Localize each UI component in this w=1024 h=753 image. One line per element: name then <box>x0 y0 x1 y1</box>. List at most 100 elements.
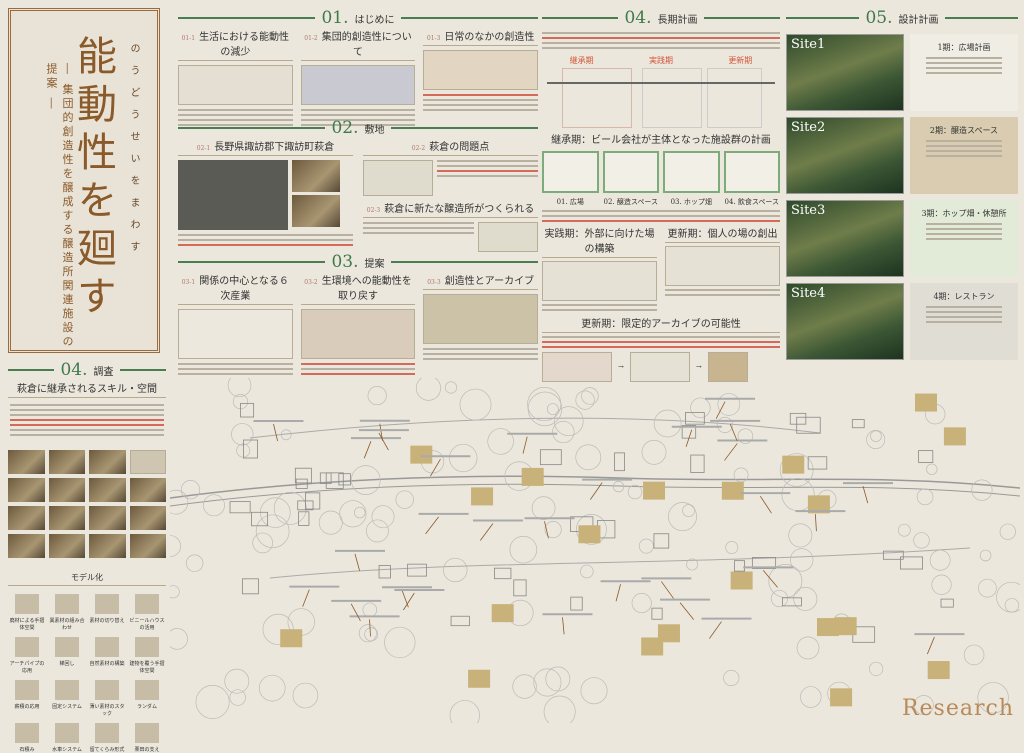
building <box>918 450 934 463</box>
site-label: Site1 <box>791 37 826 52</box>
tree <box>362 602 378 618</box>
section-number: 01. <box>321 8 349 28</box>
tree <box>258 674 286 702</box>
tree <box>977 682 1009 714</box>
long-term-plan-section: 04.長期計画 継承期 実践期 更新期 継承期：ビール会社が主体となった施設群の… <box>542 8 781 382</box>
building <box>653 533 670 549</box>
map-photo <box>807 495 830 514</box>
model-label: 留てくらみ形式 <box>89 747 125 753</box>
tree <box>203 494 225 517</box>
building <box>378 565 391 579</box>
model-item: 水車システム <box>48 723 86 753</box>
tree <box>252 532 274 554</box>
site-aerial-map: Site3 <box>786 200 904 277</box>
tree <box>627 484 643 500</box>
annotation-leader <box>715 401 726 419</box>
model-label: 薪積の応用 <box>14 704 40 710</box>
annotation-leader <box>302 589 310 607</box>
title-ruby: のうどうせいをまわす <box>128 43 139 263</box>
tree <box>716 416 733 433</box>
tree <box>180 480 201 500</box>
model-item: 留てくらみ形式 <box>88 723 126 753</box>
tree <box>575 444 602 471</box>
annotation-leader <box>729 423 738 442</box>
model-icon <box>95 723 119 743</box>
annotation-leader <box>273 423 278 442</box>
tree <box>227 378 252 398</box>
annotation-leader <box>479 523 494 541</box>
model-grid: 廃材による手摺体空間異素材の組み合わせ素材の切り替えビニールハウスの活用アーチパ… <box>8 594 166 753</box>
model-item: 素材の切り替え <box>88 594 126 631</box>
tree <box>444 381 458 394</box>
annotation-leader <box>522 436 528 454</box>
card-label: 03. ホップ畑 <box>670 198 712 206</box>
card-label: 01. 広場 <box>556 198 584 206</box>
tree <box>737 428 754 444</box>
map-photo <box>730 571 753 590</box>
tree <box>723 669 740 687</box>
tree <box>800 686 822 708</box>
tree <box>978 578 997 598</box>
map-photo <box>927 661 950 680</box>
annotation-leader <box>814 514 817 532</box>
model-label: 素材の切り替え <box>89 618 125 624</box>
tree <box>717 393 741 416</box>
site-sub-3: 萩倉に新たな醸造所がつくられる <box>384 204 535 215</box>
building <box>614 452 625 472</box>
building <box>940 598 954 608</box>
tree <box>384 626 416 659</box>
tree <box>793 586 818 611</box>
proposal-sub-2: 生環境への能動性を取り戻す <box>321 276 412 302</box>
building <box>295 478 308 489</box>
tree <box>641 439 667 465</box>
annotation-leader <box>425 516 439 535</box>
model-item: 自然素材の構築 <box>88 637 126 674</box>
tree <box>531 496 556 520</box>
tree <box>631 593 652 614</box>
model-icon <box>15 594 39 614</box>
building <box>539 449 562 466</box>
annotation-leader <box>369 619 371 637</box>
tree <box>318 510 343 535</box>
model-icon <box>95 637 119 657</box>
practice-heading: 実践期：外部に向けた場の構築 <box>542 225 657 258</box>
tree <box>996 581 1020 613</box>
section-label: 提案 <box>364 258 385 270</box>
phase-caption: 2期：醸造スペース <box>929 126 999 135</box>
section-number: 04. <box>624 8 652 28</box>
annotation-leader <box>679 602 694 620</box>
map-photo <box>410 445 433 464</box>
timeline <box>542 68 780 128</box>
model-item: 建物を覆う手摺体空間 <box>128 637 166 674</box>
model-label: 栗田の支え <box>134 747 160 753</box>
building <box>325 472 344 489</box>
model-label: アーチパイプの応用 <box>9 661 45 674</box>
model-label: 異素材の組み合わせ <box>49 618 85 631</box>
tree <box>725 541 739 554</box>
tree <box>546 403 559 416</box>
map-photo <box>468 669 491 688</box>
map-photo <box>471 487 494 506</box>
model-item: 廃材による手摺体空間 <box>8 594 46 631</box>
tree <box>350 465 381 495</box>
phase-panel: 3期：ホップ畑・休憩所 <box>910 200 1018 277</box>
main-road-edge <box>170 483 1020 507</box>
tree <box>552 420 575 444</box>
site-label: Site4 <box>791 286 826 301</box>
building <box>513 579 527 597</box>
tree <box>916 488 934 506</box>
building <box>807 456 828 470</box>
tree <box>545 666 571 692</box>
annotation-leader <box>403 592 415 611</box>
intro-sub-3: 日常のなかの創造性 <box>444 32 535 43</box>
model-title: モデル化 <box>8 572 166 586</box>
tree <box>913 695 934 715</box>
building <box>651 607 663 620</box>
research-footer: Research <box>901 696 1014 721</box>
annotation-leader <box>544 521 549 539</box>
section-number: 04. <box>60 360 88 380</box>
village-map <box>170 378 1020 723</box>
section-label: 調査 <box>93 366 114 378</box>
